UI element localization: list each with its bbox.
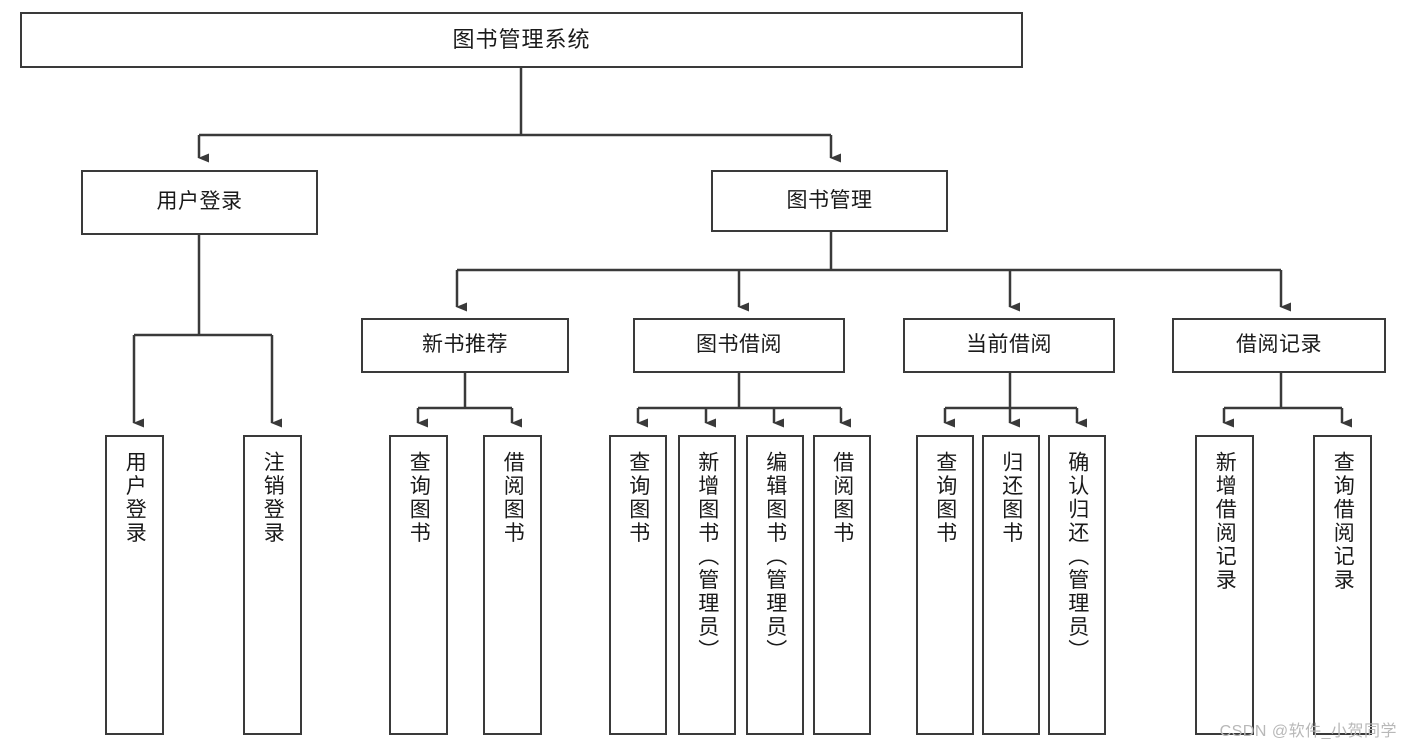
node-label: 查询图书: [626, 451, 650, 545]
leaf-current-query-book[interactable]: 查询图书: [916, 435, 974, 735]
node-label: 当前借阅: [966, 333, 1052, 357]
node-label: 查询借阅记录: [1331, 451, 1355, 592]
leaf-recommend-borrow-book[interactable]: 借阅图书: [483, 435, 542, 735]
node-label: 新增图书（管理员）: [695, 451, 719, 663]
node-label: 新增借阅记录: [1213, 451, 1237, 592]
leaf-borrow-add-book-admin[interactable]: 新增图书（管理员）: [678, 435, 736, 735]
node-label: 用户登录: [123, 451, 147, 545]
node-borrow-record[interactable]: 借阅记录: [1172, 318, 1386, 373]
leaf-borrow-query-book[interactable]: 查询图书: [609, 435, 667, 735]
node-label: 归还图书: [999, 451, 1023, 545]
node-label: 借阅图书: [830, 451, 854, 545]
node-book-borrow[interactable]: 图书借阅: [633, 318, 845, 373]
node-label: 新书推荐: [422, 333, 508, 357]
node-label: 查询图书: [933, 451, 957, 545]
watermark: CSDN @软件_小贺同学: [1219, 723, 1397, 740]
leaf-current-return-book[interactable]: 归还图书: [982, 435, 1040, 735]
leaf-user-login-logout[interactable]: 注销登录: [243, 435, 302, 735]
leaf-record-query-record[interactable]: 查询借阅记录: [1313, 435, 1372, 735]
node-label: 借阅记录: [1236, 333, 1322, 357]
node-new-book-recommend[interactable]: 新书推荐: [361, 318, 569, 373]
node-label: 编辑图书（管理员）: [763, 451, 787, 663]
node-root-system[interactable]: 图书管理系统: [20, 12, 1023, 68]
node-label: 借阅图书: [501, 451, 525, 545]
node-label: 注销登录: [261, 451, 285, 545]
leaf-current-confirm-return-admin[interactable]: 确认归还（管理员）: [1048, 435, 1106, 735]
leaf-recommend-query-book[interactable]: 查询图书: [389, 435, 448, 735]
node-label: 确认归还（管理员）: [1065, 451, 1089, 663]
leaf-record-add-record[interactable]: 新增借阅记录: [1195, 435, 1254, 735]
node-label: 图书管理系统: [452, 27, 591, 53]
leaf-borrow-edit-book-admin[interactable]: 编辑图书（管理员）: [746, 435, 804, 735]
node-label: 查询图书: [407, 451, 431, 545]
node-label: 图书管理: [786, 188, 873, 212]
leaf-user-login-login[interactable]: 用户登录: [105, 435, 164, 735]
node-label: 图书借阅: [696, 333, 782, 357]
node-user-login[interactable]: 用户登录: [81, 170, 318, 235]
leaf-borrow-borrow-book[interactable]: 借阅图书: [813, 435, 871, 735]
node-book-management[interactable]: 图书管理: [711, 170, 948, 232]
node-current-borrow[interactable]: 当前借阅: [903, 318, 1115, 373]
node-label: 用户登录: [156, 190, 243, 214]
